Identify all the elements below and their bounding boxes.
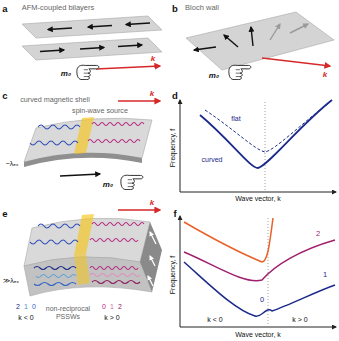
magnetization-arrows (40, 23, 150, 52)
flat-dispersion (205, 102, 330, 152)
domain-wall-plane (186, 12, 334, 70)
mode-number: 1 (24, 303, 28, 311)
panel-a-art (22, 16, 162, 80)
spin-wave-source-band (74, 117, 94, 154)
annotation: spin-wave source (72, 107, 128, 115)
dispersion-branch (184, 218, 273, 262)
rotating-spin-arrows (194, 24, 308, 50)
wave-vector-label: k (323, 71, 327, 80)
magnetization-label: m₀ (209, 72, 219, 81)
panel-letter: e (2, 209, 7, 219)
annotation: curved magnetic shell (20, 96, 90, 104)
mode-number: 0 (102, 303, 106, 311)
wave-vector-label: k (150, 199, 154, 208)
magnetic-layer (22, 38, 162, 60)
panel-letter: d (172, 91, 178, 101)
wave-vector-arrow (118, 100, 160, 102)
mode-number: 0 (260, 296, 264, 304)
curve-label: curved (201, 156, 222, 164)
hand-icon (121, 175, 143, 189)
wave-vector-arrow (96, 66, 160, 69)
wave-vector-label: k (151, 55, 155, 64)
panel-f-art (180, 216, 336, 327)
mode-number: 2 (118, 303, 122, 311)
direction-label: k < 0 (207, 316, 222, 324)
wave-vector-label: k (150, 90, 154, 99)
curved-dispersion (200, 100, 332, 168)
annotation: non-reciprocal PSSWs (42, 305, 94, 320)
dispersion-branch (184, 240, 335, 281)
spin-wave-source-band (74, 214, 94, 256)
panel-e-art (24, 210, 162, 296)
hand-icon (229, 65, 251, 79)
axis-label: Frequency, f (169, 256, 177, 294)
panel-letter: a (2, 4, 7, 14)
pssw-waves (30, 223, 144, 286)
panel-letter: f (173, 209, 176, 219)
y-axis (180, 100, 181, 192)
magnetic-layer (22, 16, 162, 38)
magnetization-label: m₀ (103, 181, 113, 190)
curve-label: flat (231, 115, 240, 123)
x-axis (180, 192, 336, 193)
direction-label: k > 0 (292, 316, 307, 324)
side-magnetization-arrows (148, 232, 156, 286)
magnetization-label: m₀ (61, 70, 71, 79)
thickness-label: ≫λₑₓ (3, 277, 18, 285)
y-axis (180, 216, 181, 327)
panel-b-art (186, 12, 334, 80)
panel-letter: b (172, 4, 178, 14)
hand-icon (77, 65, 99, 79)
direction-label: k < 0 (18, 314, 33, 322)
mode-number: 2 (316, 230, 320, 238)
mode-number: 0 (32, 303, 36, 311)
k-zero-line (265, 102, 266, 191)
panel-title: Bloch wall (185, 4, 219, 12)
panel-letter: c (2, 91, 7, 101)
magnetization-arrow (60, 174, 100, 176)
mode-number: 2 (16, 303, 20, 311)
thick-shell-side (140, 222, 162, 292)
spin-wave-source-band (74, 254, 90, 285)
direction-label: k > 0 (104, 314, 119, 322)
wave-vector-arrow (118, 209, 160, 211)
axis-label: Wave vector, k (235, 331, 281, 339)
panel-c-art (24, 101, 160, 190)
x-axis (180, 327, 336, 328)
wave-vector-arrow (262, 58, 330, 66)
spin-waves (30, 123, 144, 146)
dispersion-branch (184, 262, 335, 316)
axis-label: Wave vector, k (235, 195, 281, 203)
mode-number: 1 (323, 271, 327, 279)
panel-d-art (180, 100, 336, 192)
axis-label: Frequency, f (169, 129, 177, 167)
mode-number: 1 (110, 303, 114, 311)
thickness-label: ~λₑₓ (6, 160, 19, 168)
curved-shell-edge (24, 153, 142, 167)
panel-title: AFM-coupled bilayers (22, 4, 95, 12)
